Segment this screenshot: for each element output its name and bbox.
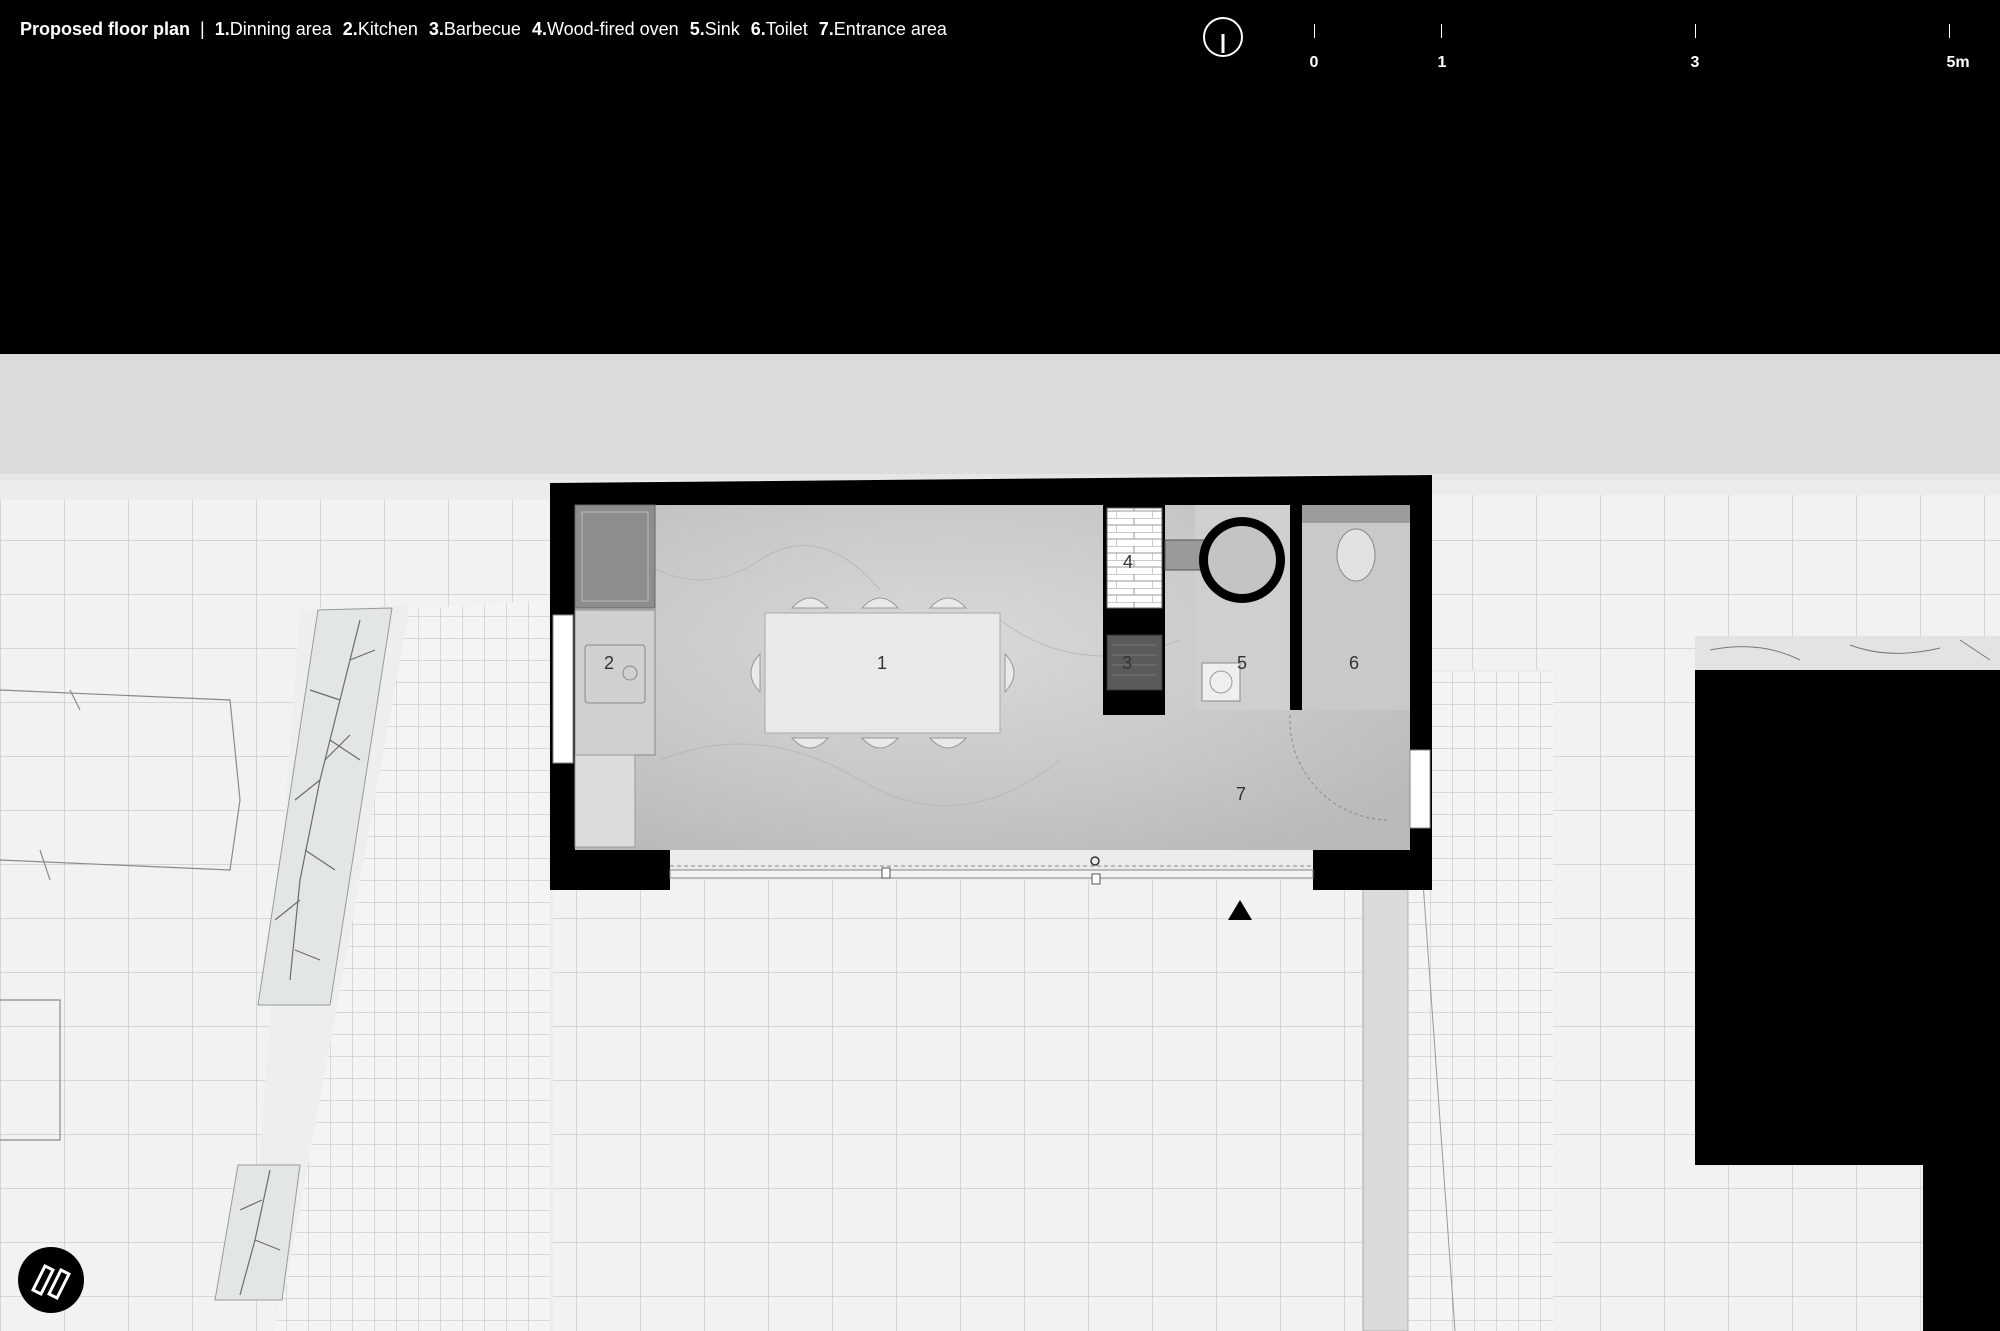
legend-item-toilet: 6.Toilet bbox=[750, 19, 808, 39]
studio-logo-icon bbox=[18, 1247, 84, 1313]
header-band: Proposed floor plan | 1.Dinning area 2.Kitc… bbox=[0, 0, 2000, 354]
tree-branches bbox=[274, 619, 376, 981]
barbecue bbox=[1106, 634, 1163, 691]
dining-chairs bbox=[750, 597, 1015, 749]
planter-bed bbox=[257, 607, 393, 1006]
entrance-triangle-icon bbox=[1228, 900, 1252, 920]
toilet-bowl bbox=[1336, 528, 1376, 582]
scale-label-3: 3 bbox=[1690, 54, 1700, 71]
neighbouring-building bbox=[1695, 670, 2000, 1331]
concrete-walkway bbox=[1362, 879, 1409, 1331]
scale-tick bbox=[1441, 24, 1442, 38]
room-label-6: 6 bbox=[1349, 653, 1359, 673]
diagonal-paving bbox=[275, 600, 550, 1331]
floor-plan-drawing: 1 2 3 4 5 6 7 bbox=[0, 354, 2000, 1331]
north-arrow-icon bbox=[1203, 17, 1243, 57]
kitchen-counter bbox=[574, 609, 656, 756]
scale-label-1: 1 bbox=[1437, 54, 1447, 71]
room-label-5: 5 bbox=[1237, 653, 1247, 673]
scale-label-5m: 5m bbox=[1946, 54, 1970, 71]
wood-fired-oven bbox=[1106, 507, 1163, 609]
plan-caption: Proposed floor plan | 1.Dinning area 2.Kitc… bbox=[20, 19, 958, 40]
sliding-glass-doors bbox=[669, 869, 1314, 879]
scale-tick bbox=[1314, 24, 1315, 38]
gravel-strip bbox=[0, 354, 2000, 480]
scale-tick bbox=[1949, 24, 1950, 38]
legend-item-barbecue: 3.Barbecue bbox=[428, 19, 521, 39]
room-label-2: 2 bbox=[604, 653, 614, 673]
front-patio-paving bbox=[553, 880, 1363, 1331]
legend-item-oven: 4.Wood-fired oven bbox=[531, 19, 679, 39]
scale-label-0: 0 bbox=[1309, 54, 1319, 71]
sink bbox=[1201, 662, 1241, 702]
room-label-1: 1 bbox=[877, 653, 887, 673]
room-label-3: 3 bbox=[1122, 653, 1132, 673]
room-label-4: 4 bbox=[1123, 552, 1133, 572]
plan-title: Proposed floor plan bbox=[20, 19, 191, 39]
room-label-7: 7 bbox=[1236, 784, 1246, 804]
legend-item-dinning: 1.Dinning area bbox=[214, 19, 332, 39]
planter-bed-lower bbox=[214, 1164, 301, 1301]
scale-bar: 0 1 3 5m bbox=[1300, 20, 1980, 80]
legend-item-kitchen: 2.Kitchen bbox=[342, 19, 418, 39]
caption-separator: | bbox=[200, 19, 205, 39]
legend-item-sink: 5.Sink bbox=[689, 19, 740, 39]
legend-item-entrance: 7.Entrance area bbox=[818, 19, 947, 39]
scale-tick bbox=[1695, 24, 1696, 38]
dining-table bbox=[764, 612, 1001, 734]
